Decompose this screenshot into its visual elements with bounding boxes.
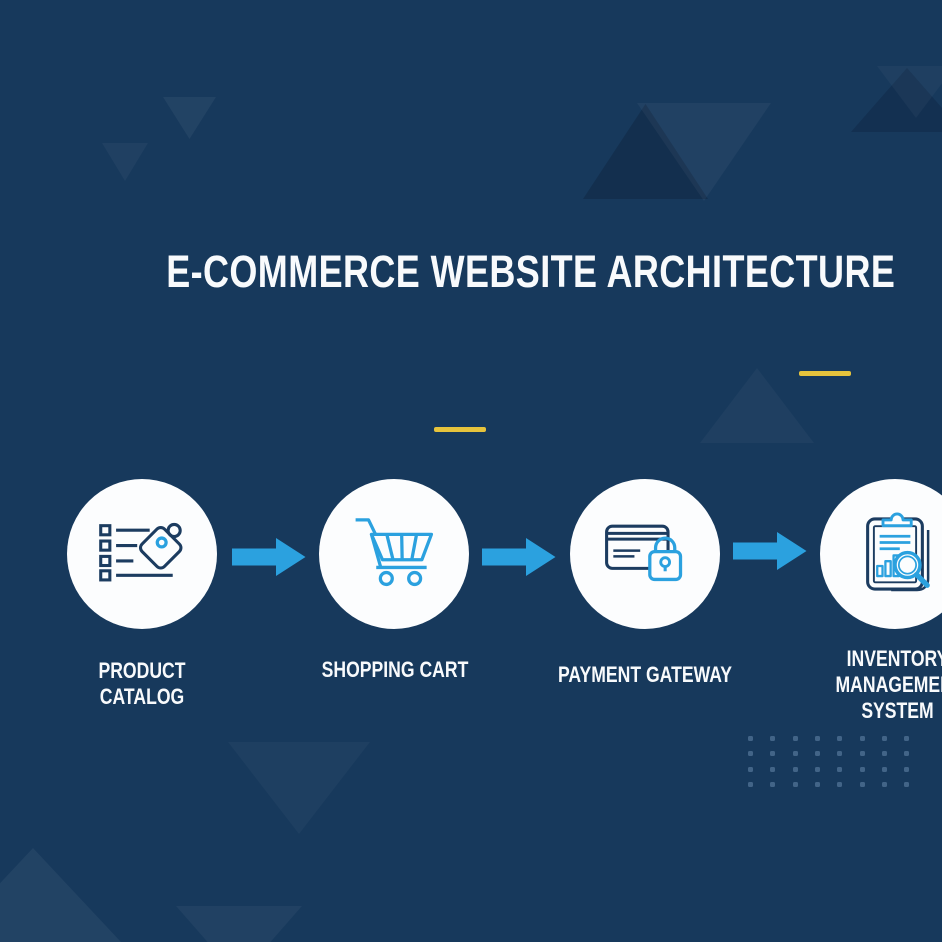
- decor-dot: [837, 751, 843, 757]
- inventory-clipboard-search-icon: [866, 512, 930, 592]
- decor-triangle: [0, 848, 121, 942]
- decor-triangle: [877, 66, 942, 118]
- decor-dot: [881, 736, 887, 741]
- decor-triangle: [637, 103, 771, 201]
- decor-triangle: [700, 368, 814, 443]
- decor-triangle: [228, 742, 370, 834]
- node-shopping-cart: [319, 479, 469, 629]
- lock-icon: [648, 536, 683, 582]
- decor-triangle: [163, 97, 216, 139]
- decor-dot: [748, 736, 753, 741]
- decor-dot: [748, 766, 753, 772]
- payment-gateway-icon: [605, 524, 683, 582]
- decor-dot: [881, 751, 887, 757]
- decor-dot: [814, 766, 820, 772]
- decor-dot: [881, 781, 887, 787]
- node-label-product-catalog: PRODUCT CATALOG: [98, 658, 186, 709]
- decor-dot: [814, 781, 820, 787]
- decor-dot: [792, 736, 798, 741]
- node-label-payment-gateway: PAYMENT GATEWAY: [557, 662, 733, 687]
- decor-triangle: [102, 143, 148, 181]
- magnifier-icon: [893, 550, 930, 588]
- shopping-cart-icon: [355, 518, 434, 587]
- decor-triangle: [851, 68, 942, 132]
- decor-dot: [837, 736, 843, 741]
- dot-grid: [748, 736, 938, 808]
- decor-dot: [770, 736, 776, 741]
- node-label-shopping-cart: SHOPPING CART: [321, 657, 469, 682]
- yellow-dash: [799, 371, 851, 376]
- decor-dot: [859, 736, 865, 741]
- node-label-inventory-management: INVENTORY MANAGEMENT SYSTEM: [835, 646, 942, 723]
- decor-dot: [748, 781, 753, 787]
- decor-dot: [881, 766, 887, 772]
- yellow-dash: [434, 427, 486, 432]
- decor-triangle: [583, 104, 708, 199]
- decor-dot: [770, 781, 776, 787]
- arrow-right-icon: [232, 538, 306, 576]
- decor-dot: [814, 736, 820, 741]
- node-product-catalog: [67, 479, 217, 629]
- decor-dot: [904, 736, 910, 741]
- decor-dot: [770, 751, 776, 757]
- decor-dot: [792, 781, 798, 787]
- decor-dot: [814, 751, 820, 757]
- decor-dot: [904, 781, 910, 787]
- decor-dot: [837, 781, 843, 787]
- decor-triangle: [176, 906, 302, 942]
- arrow-right-icon: [482, 538, 556, 576]
- product-catalog-icon: [99, 522, 183, 582]
- node-inventory-management: [820, 479, 942, 629]
- decor-dot: [904, 751, 910, 757]
- page-title: E-COMMERCE WEBSITE ARCHITECTURE: [166, 246, 896, 297]
- decor-dot: [748, 751, 753, 757]
- decor-dot: [770, 766, 776, 772]
- decor-dot: [792, 766, 798, 772]
- decor-dot: [837, 766, 843, 772]
- decor-dot: [859, 781, 865, 787]
- arrow-right-icon: [733, 532, 807, 570]
- decor-dot: [904, 766, 910, 772]
- decor-dot: [792, 751, 798, 757]
- decor-dot: [859, 766, 865, 772]
- node-payment-gateway: [570, 479, 720, 629]
- decor-dot: [859, 751, 865, 757]
